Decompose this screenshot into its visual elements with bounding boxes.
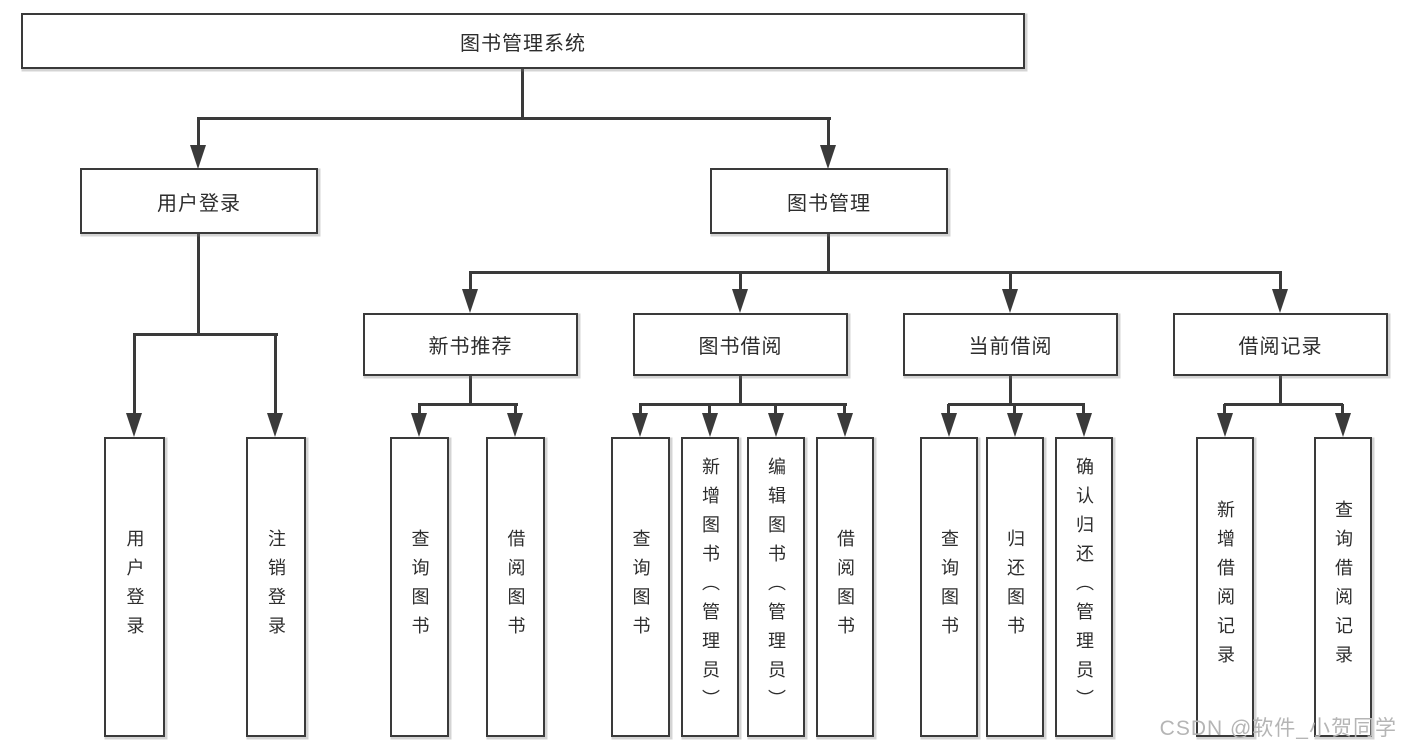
node-new-book-recommendation: 新书推荐 xyxy=(363,313,578,376)
connector-line xyxy=(1082,404,1085,416)
arrow-down-icon xyxy=(1272,289,1288,313)
arrow-down-icon xyxy=(507,413,523,437)
connector-line xyxy=(739,376,742,405)
connector-line xyxy=(948,403,1085,406)
arrow-down-icon xyxy=(1076,413,1092,437)
leaf-add-books-admin: 新增图书（管理员） xyxy=(681,437,739,737)
connector-line xyxy=(133,333,278,336)
leaf-query-books: 查询图书 xyxy=(390,437,449,737)
leaf-user-login: 用户登录 xyxy=(104,437,165,737)
arrow-down-icon xyxy=(941,413,957,437)
connector-line xyxy=(827,118,830,146)
leaf-query-books-2: 查询图书 xyxy=(611,437,670,737)
connector-line xyxy=(639,404,642,416)
arrow-down-icon xyxy=(702,413,718,437)
arrow-down-icon xyxy=(411,413,427,437)
arrow-down-icon xyxy=(837,413,853,437)
connector-line xyxy=(469,272,472,292)
connector-line xyxy=(1279,272,1282,292)
watermark: CSDN @软件_小贺同学 xyxy=(1159,717,1397,740)
connector-line xyxy=(274,334,277,414)
leaf-query-borrow-record: 查询借阅记录 xyxy=(1314,437,1372,737)
connector-line xyxy=(521,69,524,119)
connector-line xyxy=(1341,404,1344,416)
connector-line xyxy=(1223,404,1226,416)
arrow-down-icon xyxy=(820,145,836,169)
connector-line xyxy=(133,334,136,414)
leaf-add-borrow-record: 新增借阅记录 xyxy=(1196,437,1254,737)
connector-line xyxy=(1279,376,1282,405)
leaf-confirm-return-admin: 确认归还（管理员） xyxy=(1055,437,1113,737)
connector-line xyxy=(774,404,777,416)
leaf-return-books: 归还图书 xyxy=(986,437,1044,737)
connector-line xyxy=(739,272,742,292)
arrow-down-icon xyxy=(732,289,748,313)
connector-line xyxy=(1009,376,1012,405)
arrow-down-icon xyxy=(1002,289,1018,313)
arrow-down-icon xyxy=(462,289,478,313)
leaf-edit-books-admin: 编辑图书（管理员） xyxy=(747,437,805,737)
connector-line xyxy=(197,118,200,146)
node-library-management-system: 图书管理系统 xyxy=(21,13,1025,69)
connector-line xyxy=(1013,404,1016,416)
leaf-borrow-books: 借阅图书 xyxy=(486,437,545,737)
connector-line xyxy=(843,404,846,416)
node-current-borrowing: 当前借阅 xyxy=(903,313,1118,376)
arrow-down-icon xyxy=(768,413,784,437)
arrow-down-icon xyxy=(126,413,142,437)
connector-line xyxy=(708,404,711,416)
leaf-logout: 注销登录 xyxy=(246,437,306,737)
connector-line xyxy=(418,404,421,416)
connector-line xyxy=(197,117,831,120)
node-book-borrowing: 图书借阅 xyxy=(633,313,848,376)
arrow-down-icon xyxy=(190,145,206,169)
node-book-management: 图书管理 xyxy=(710,168,948,234)
connector-line xyxy=(1009,272,1012,292)
arrow-down-icon xyxy=(1217,413,1233,437)
connector-line xyxy=(469,376,472,405)
connector-line xyxy=(947,404,950,416)
arrow-down-icon xyxy=(267,413,283,437)
arrow-down-icon xyxy=(1335,413,1351,437)
connector-line xyxy=(827,233,830,274)
connector-line xyxy=(639,403,847,406)
connector-line xyxy=(197,234,200,335)
node-borrowing-records: 借阅记录 xyxy=(1173,313,1388,376)
connector-line xyxy=(514,404,517,416)
arrow-down-icon xyxy=(632,413,648,437)
connector-line xyxy=(418,403,518,406)
leaf-borrow-books-2: 借阅图书 xyxy=(816,437,874,737)
node-user-login: 用户登录 xyxy=(80,168,318,234)
connector-line xyxy=(1224,403,1343,406)
connector-line xyxy=(469,271,1282,274)
arrow-down-icon xyxy=(1007,413,1023,437)
leaf-query-books-3: 查询图书 xyxy=(920,437,978,737)
